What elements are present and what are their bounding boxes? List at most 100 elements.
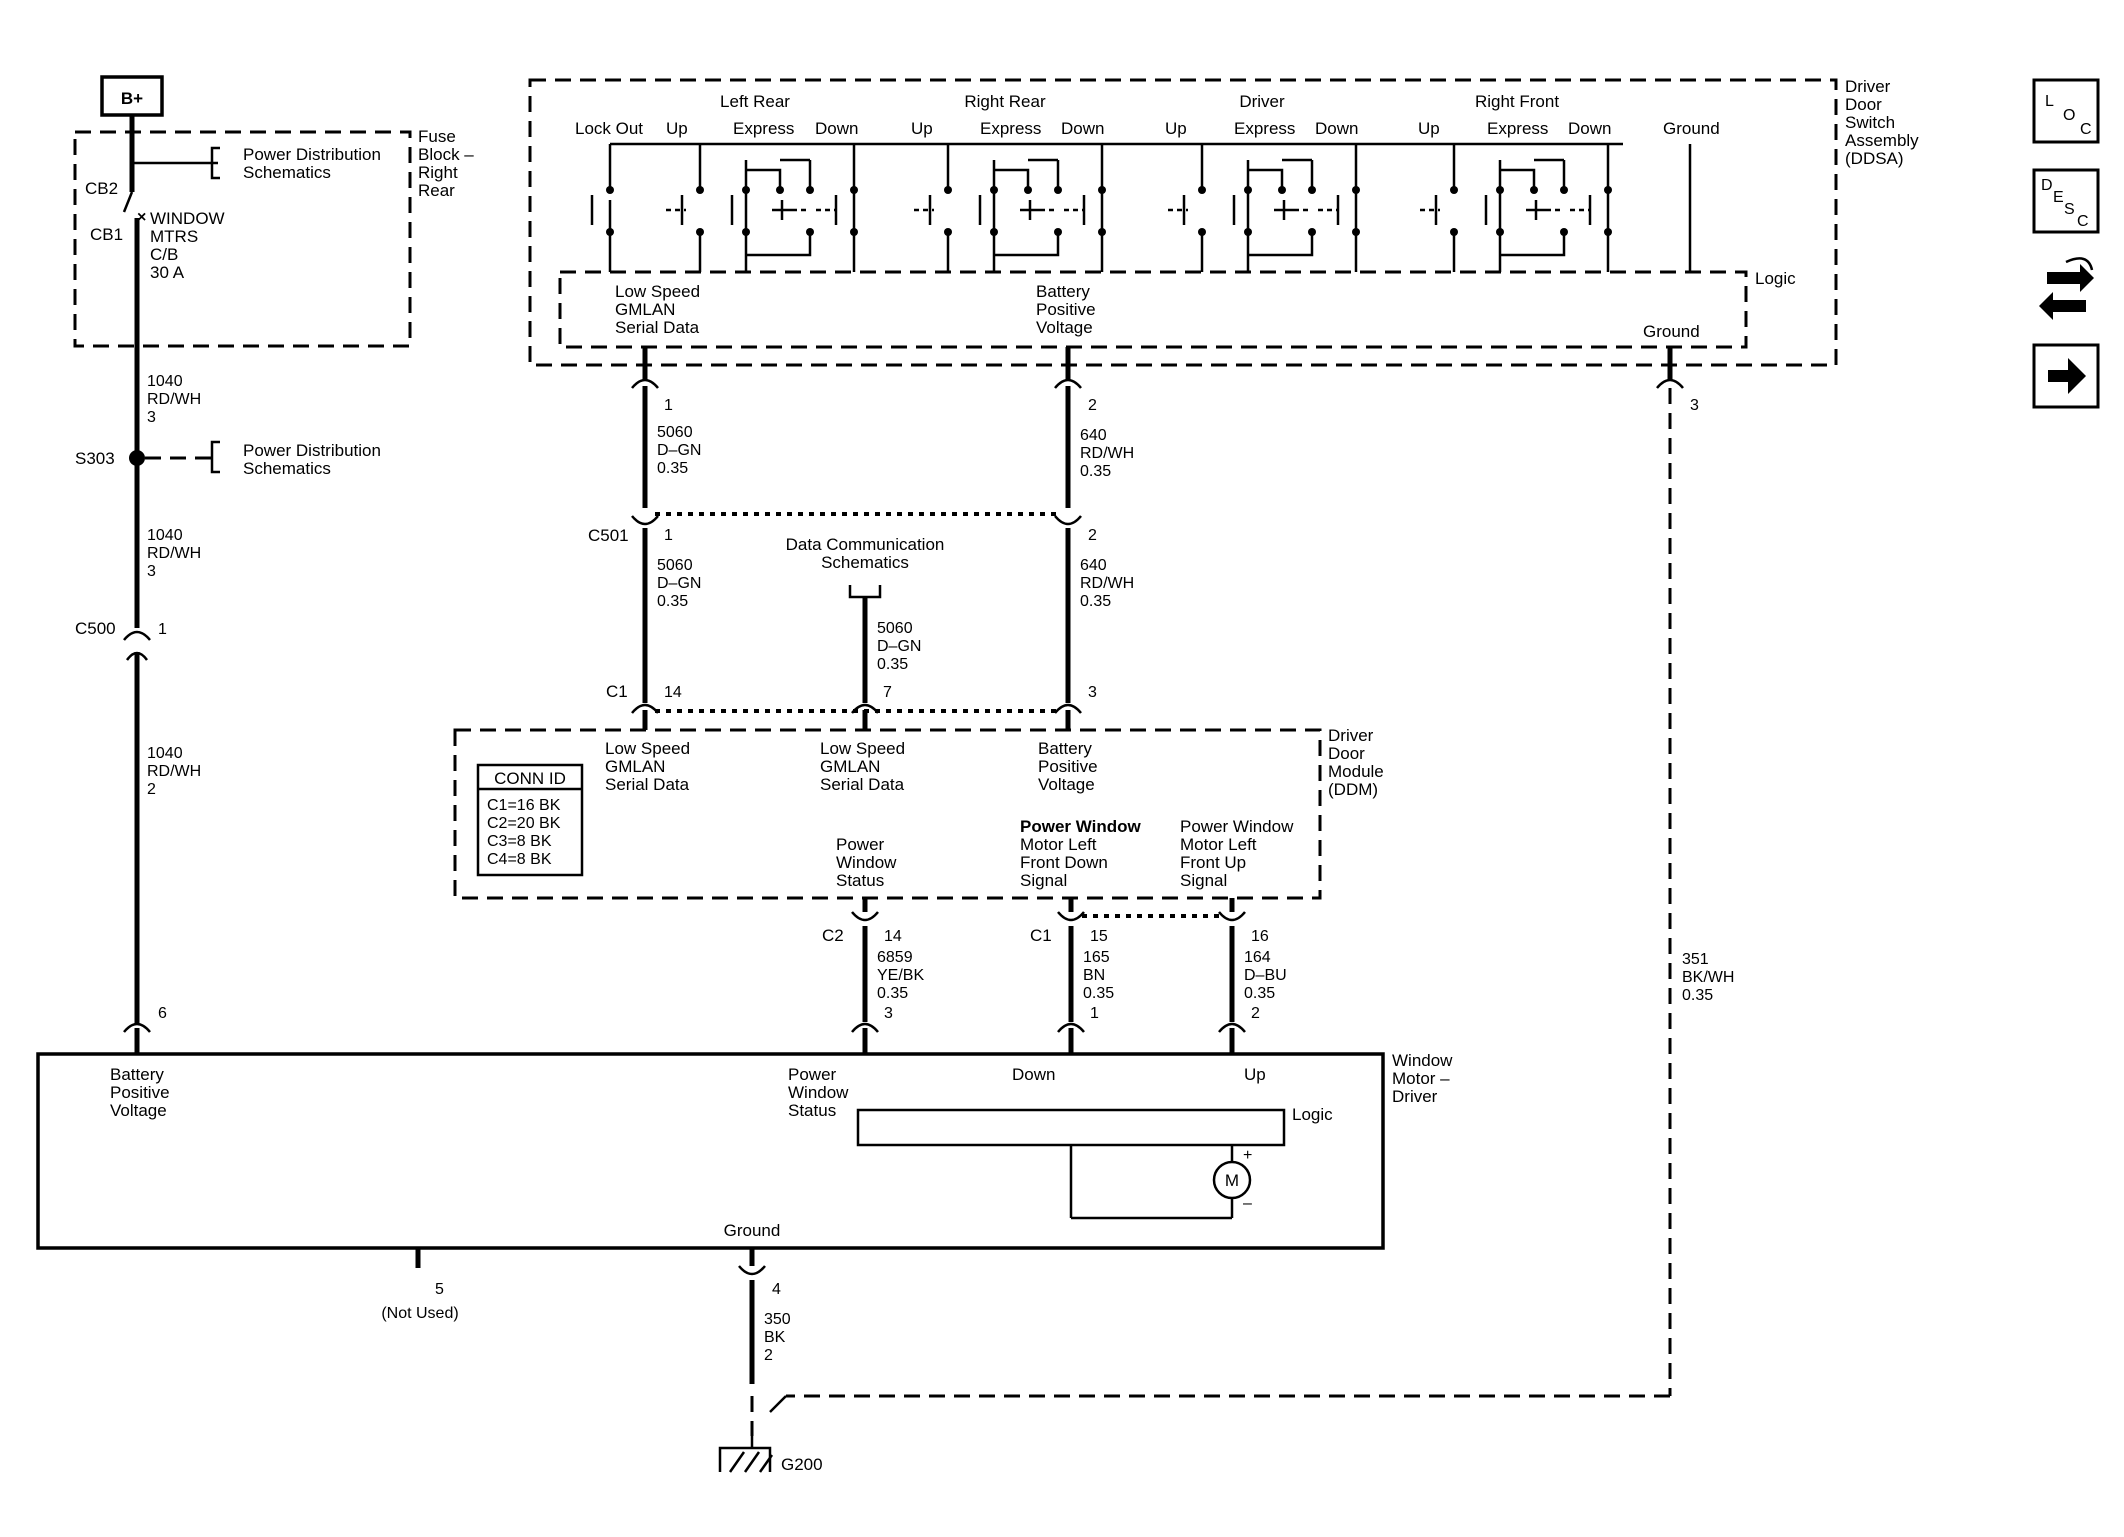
svg-text:Front Down: Front Down xyxy=(1020,853,1108,872)
svg-text:Motor Left: Motor Left xyxy=(1020,835,1097,854)
svg-text:Window: Window xyxy=(1392,1051,1453,1070)
nav-buttons: L O C D E S C xyxy=(2032,78,2100,409)
b-plus-label: B+ xyxy=(121,89,143,108)
col-express-rr: Express xyxy=(980,119,1041,138)
svg-text:Voltage: Voltage xyxy=(1038,775,1095,794)
ddsa-outline xyxy=(528,78,1838,367)
svg-text:Block –: Block – xyxy=(418,145,474,164)
motor-pin-5: 5 xyxy=(435,1281,444,1298)
svg-text:2: 2 xyxy=(147,781,156,798)
svg-text:Module: Module xyxy=(1328,762,1384,781)
svg-text:Battery: Battery xyxy=(1036,282,1090,301)
svg-text:RD/WH: RD/WH xyxy=(1080,575,1134,592)
svg-text:Fuse: Fuse xyxy=(418,127,456,146)
svg-text:RD/WH: RD/WH xyxy=(147,391,201,408)
window-motor-label: Window Motor – Driver xyxy=(1392,1051,1453,1106)
w5060-top-label: 5060 D–GN 0.35 xyxy=(657,424,701,477)
ddsa-bpv-label: Battery Positive Voltage xyxy=(1036,282,1096,337)
svg-text:0.35: 0.35 xyxy=(1080,593,1111,610)
ddm-pws: Power Window Status xyxy=(836,835,897,890)
pds-ref-splice[interactable]: Power Distribution Schematics xyxy=(243,441,381,478)
svg-text:Front Up: Front Up xyxy=(1180,853,1246,872)
svg-text:1040: 1040 xyxy=(147,745,183,762)
c501-pin-2: 2 xyxy=(1088,527,1097,544)
svg-text:O: O xyxy=(2063,107,2075,124)
svg-text:1040: 1040 xyxy=(147,373,183,390)
motor-plus: + xyxy=(1243,1147,1252,1164)
svg-text:Power Distribution: Power Distribution xyxy=(243,441,381,460)
svg-text:Driver: Driver xyxy=(1845,77,1891,96)
svg-text:D–BU: D–BU xyxy=(1244,967,1287,984)
w5060-ref-label: 5060 D–GN 0.35 xyxy=(877,620,921,673)
group-right-front: Right Front xyxy=(1475,92,1559,111)
ddsa-ddm-wiring: 1 5060 D–GN 0.35 2 640 RD/WH 0.35 C501 1… xyxy=(588,347,1734,1413)
loc-icon[interactable]: L O C xyxy=(2032,78,2100,144)
motor-bpv-label: Battery Positive Voltage xyxy=(110,1065,170,1120)
pds-ref-top[interactable]: Power Distribution Schematics xyxy=(243,145,381,182)
motor-pin-4: 4 xyxy=(772,1281,781,1298)
ddm-c2-pin-14: 14 xyxy=(884,928,902,945)
svg-text:2: 2 xyxy=(764,1347,773,1364)
svg-text:M: M xyxy=(1225,1171,1239,1190)
ddm-c1-pin-16: 16 xyxy=(1251,928,1269,945)
svg-text:Motor –: Motor – xyxy=(1392,1069,1450,1088)
svg-text:640: 640 xyxy=(1080,427,1107,444)
svg-text:30 A: 30 A xyxy=(150,263,185,282)
ddm-label: Driver Door Module (DDM) xyxy=(1328,726,1384,799)
svg-text:Serial Data: Serial Data xyxy=(605,775,690,794)
svg-text:0.35: 0.35 xyxy=(1083,985,1114,1002)
svg-text:Positive: Positive xyxy=(110,1083,170,1102)
motor-pin-3: 3 xyxy=(884,1005,893,1022)
desc-icon[interactable]: D E S C xyxy=(2032,168,2100,234)
svg-text:1040: 1040 xyxy=(147,527,183,544)
fuse-block-label: Fuse Block – Right Rear xyxy=(418,127,474,200)
splice-label: S303 xyxy=(75,449,115,468)
svg-text:×: × xyxy=(137,209,146,226)
col-up-rr: Up xyxy=(911,119,933,138)
svg-text:D–GN: D–GN xyxy=(877,638,921,655)
ddm-pin-14: 14 xyxy=(664,684,682,701)
svg-text:GMLAN: GMLAN xyxy=(605,757,665,776)
svg-text:Motor Left: Motor Left xyxy=(1180,835,1257,854)
svg-text:0.35: 0.35 xyxy=(657,460,688,477)
motor-ground-label: Ground xyxy=(724,1221,781,1240)
svg-text:0.35: 0.35 xyxy=(1682,987,1713,1004)
next-arrow-icon[interactable] xyxy=(2032,343,2100,409)
ddsa-pin-1: 1 xyxy=(664,397,673,414)
svg-text:Low Speed: Low Speed xyxy=(820,739,905,758)
conn-id-table: CONN ID C1=16 BK C2=20 BK C3=8 BK C4=8 B… xyxy=(476,763,584,877)
svg-text:YE/BK: YE/BK xyxy=(877,967,924,984)
power-section: B+ Fuse Block – Right Rear Power Distrib… xyxy=(73,75,474,1054)
w165-label: 165 BN 0.35 xyxy=(1083,949,1114,1002)
motor-minus: – xyxy=(1243,1195,1252,1212)
svg-text:C4=8 BK: C4=8 BK xyxy=(487,851,552,868)
w6859-label: 6859 YE/BK 0.35 xyxy=(877,949,924,1002)
svg-text:E: E xyxy=(2053,189,2064,206)
switch-group-driver xyxy=(1168,144,1360,272)
group-left-rear: Left Rear xyxy=(720,92,790,111)
connector-swap-icon[interactable] xyxy=(2034,255,2098,330)
svg-text:Signal: Signal xyxy=(1020,871,1067,890)
col-express-rf: Express xyxy=(1487,119,1548,138)
col-down-rf: Down xyxy=(1568,119,1611,138)
data-comm-ref[interactable]: Data Communication Schematics xyxy=(786,535,945,572)
svg-text:Power Window: Power Window xyxy=(1020,817,1142,836)
svg-text:Window: Window xyxy=(836,853,897,872)
svg-text:C1=16 BK: C1=16 BK xyxy=(487,797,561,814)
wire-1040-b-label: 1040 RD/WH 3 xyxy=(147,527,201,580)
col-up-lr: Up xyxy=(666,119,688,138)
svg-text:Status: Status xyxy=(836,871,884,890)
switch-group-left-rear xyxy=(666,144,858,272)
ddm-c1-pin-15: 15 xyxy=(1090,928,1108,945)
fuse-block-outline xyxy=(73,130,412,348)
w351-label: 351 BK/WH 0.35 xyxy=(1682,951,1734,1004)
svg-text:GMLAN: GMLAN xyxy=(820,757,880,776)
svg-text:0.35: 0.35 xyxy=(657,593,688,610)
svg-text:5060: 5060 xyxy=(877,620,913,637)
svg-text:D: D xyxy=(2041,177,2053,194)
svg-text:(DDM): (DDM) xyxy=(1328,780,1378,799)
ddm-pin-3: 3 xyxy=(1088,684,1097,701)
col-down-dr: Down xyxy=(1315,119,1358,138)
svg-text:0.35: 0.35 xyxy=(1080,463,1111,480)
